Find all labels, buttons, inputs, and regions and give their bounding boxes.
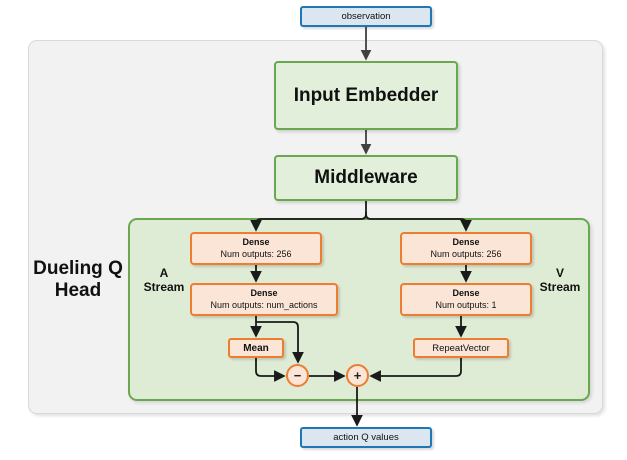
wire-mean-to-subtract bbox=[255, 358, 286, 382]
middleware-label: Middleware bbox=[314, 167, 418, 188]
input-embedder-label: Input Embedder bbox=[293, 84, 439, 106]
wire-middleware-to-a-stream bbox=[250, 212, 367, 232]
v-stream-dense-1[interactable]: Dense Num outputs: 256 bbox=[400, 232, 532, 265]
repeatvector-label: RepeatVector bbox=[432, 342, 490, 354]
a-stream-label-line1: A bbox=[159, 266, 169, 280]
dueling-q-head-label: Dueling Q Head bbox=[28, 258, 128, 303]
a-stream-dense-2-detail: Num outputs: num_actions bbox=[210, 299, 318, 310]
subtract-symbol: − bbox=[293, 368, 302, 383]
dueling-q-head-label-line1: Dueling Q bbox=[33, 258, 123, 279]
action-q-values-label: action Q values bbox=[333, 432, 399, 443]
add-symbol: + bbox=[353, 368, 362, 383]
v-stream-repeatvector-block[interactable]: RepeatVector bbox=[413, 338, 509, 358]
io-box-action-q-values[interactable]: action Q values bbox=[300, 427, 432, 448]
a-stream-dense-1-detail: Num outputs: 256 bbox=[220, 248, 292, 259]
a-stream-label-line2: Stream bbox=[143, 280, 185, 295]
subtract-operator-icon[interactable]: − bbox=[286, 364, 309, 387]
v-stream-label-line1: V bbox=[555, 266, 564, 280]
a-stream-mean-block[interactable]: Mean bbox=[228, 338, 284, 358]
a-stream-dense-2-type: Dense bbox=[250, 288, 278, 299]
mean-label: Mean bbox=[243, 342, 269, 354]
module-input-embedder[interactable]: Input Embedder bbox=[274, 61, 458, 130]
v-stream-dense-2[interactable]: Dense Num outputs: 1 bbox=[400, 283, 532, 316]
v-stream-dense-1-type: Dense bbox=[452, 237, 480, 248]
v-stream-dense-2-type: Dense bbox=[452, 288, 480, 299]
a-stream-dense-2[interactable]: Dense Num outputs: num_actions bbox=[190, 283, 338, 316]
wire-middleware-to-v-stream bbox=[365, 212, 472, 232]
v-stream-label-line2: Stream bbox=[539, 280, 581, 295]
wire-a-dense2-to-subtract bbox=[256, 321, 304, 364]
io-box-observation[interactable]: observation bbox=[300, 6, 432, 27]
wire-repeatvector-to-add bbox=[369, 358, 462, 382]
a-stream-dense-1[interactable]: Dense Num outputs: 256 bbox=[190, 232, 322, 265]
dueling-q-head-label-line2: Head bbox=[54, 280, 102, 302]
observation-label: observation bbox=[341, 11, 391, 22]
v-stream-label: V Stream bbox=[534, 266, 586, 295]
v-stream-dense-1-detail: Num outputs: 256 bbox=[430, 248, 502, 259]
v-stream-dense-2-detail: Num outputs: 1 bbox=[435, 299, 497, 310]
add-operator-icon[interactable]: + bbox=[346, 364, 369, 387]
a-stream-dense-1-type: Dense bbox=[242, 237, 270, 248]
a-stream-label: A Stream bbox=[140, 266, 188, 295]
module-middleware[interactable]: Middleware bbox=[274, 155, 458, 201]
